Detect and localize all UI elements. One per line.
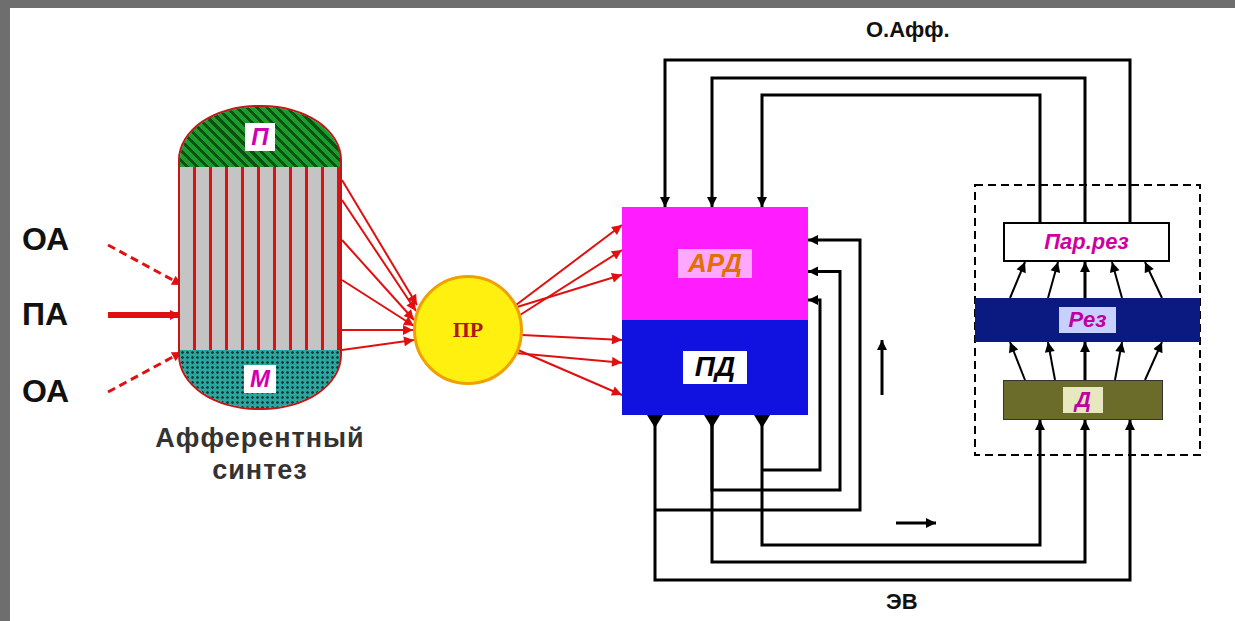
fan-line xyxy=(1145,342,1162,380)
input-arrow xyxy=(108,245,182,285)
connector xyxy=(518,353,622,363)
fan-line xyxy=(1145,262,1162,298)
efferent-line xyxy=(762,415,1040,545)
fan-line xyxy=(342,200,416,311)
afferent-synthesis-oval: Афферентный синтезПМ xyxy=(178,105,342,410)
input-label: ПА xyxy=(22,297,68,332)
input-label: ОА xyxy=(22,222,69,257)
node-label: Пар.рез xyxy=(1044,229,1129,254)
fan-line xyxy=(1048,262,1058,298)
node-label: Рез xyxy=(1059,307,1117,332)
node-label: ПР xyxy=(453,317,484,342)
input-label: ОА xyxy=(22,374,69,409)
fan-line xyxy=(1112,262,1122,298)
result-frame xyxy=(975,185,1200,455)
connector xyxy=(1084,342,1087,380)
memory-region: М xyxy=(180,350,340,408)
fan-line xyxy=(1010,262,1025,298)
tooth-symbol xyxy=(647,415,663,428)
action-program-box: ПД xyxy=(622,320,808,415)
node-label: ПД xyxy=(683,351,747,383)
result-params-box: Пар.рез xyxy=(1003,222,1170,262)
direction-arrow xyxy=(881,340,884,395)
connector xyxy=(712,78,1085,222)
connector xyxy=(518,275,622,307)
fan-line xyxy=(522,335,622,340)
node-label: АРД xyxy=(678,249,752,279)
connector xyxy=(342,329,413,331)
node-label: Д xyxy=(1063,387,1103,412)
efferent-line xyxy=(655,415,1130,580)
fan-line xyxy=(342,340,414,350)
fan-line xyxy=(1048,342,1055,380)
node-label: М xyxy=(244,365,276,393)
group-heading: Афферентный синтез xyxy=(130,422,390,487)
fan-line xyxy=(520,250,622,315)
connector xyxy=(1084,262,1087,298)
motivation-region: П xyxy=(180,107,340,167)
slide-frame xyxy=(0,0,10,621)
acceptor-box: АРД xyxy=(622,207,808,320)
fan-line xyxy=(1010,342,1025,380)
direction-arrow xyxy=(896,522,936,525)
input-arrow xyxy=(108,312,180,318)
node-label: П xyxy=(245,123,274,151)
fan-line xyxy=(342,240,414,320)
fan-line xyxy=(342,280,414,326)
connector xyxy=(712,415,1085,562)
edge-label: ЭВ xyxy=(882,590,922,614)
fan-line xyxy=(516,225,622,305)
feedback-line xyxy=(665,60,1130,222)
fan-line xyxy=(342,180,417,305)
slide-frame xyxy=(0,0,1235,8)
feedback-line xyxy=(762,95,1040,222)
fan-line xyxy=(1115,342,1122,380)
edge-label: О.Афф. xyxy=(862,18,954,42)
fan-line xyxy=(518,350,622,395)
input-arrow xyxy=(108,352,182,392)
action-box: Д xyxy=(1003,380,1163,420)
tooth-symbol xyxy=(754,415,770,428)
decision-circle: ПР xyxy=(413,275,523,385)
result-band: Рез xyxy=(975,298,1200,342)
